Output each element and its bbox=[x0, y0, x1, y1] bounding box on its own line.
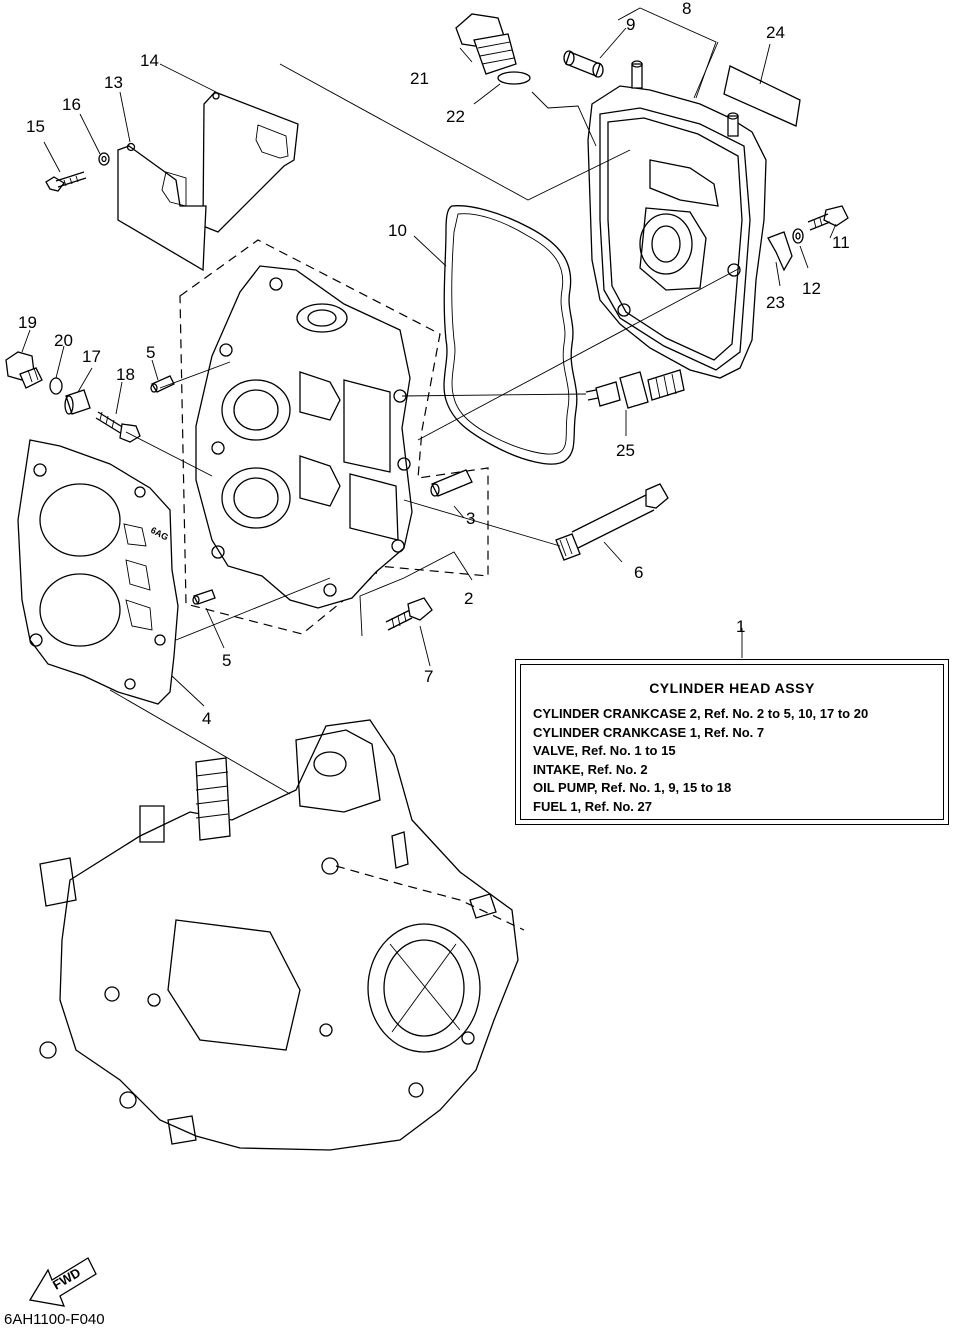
callout-4: 4 bbox=[202, 709, 211, 728]
callout-25: 25 bbox=[616, 441, 635, 460]
crankcase-assembly bbox=[39, 719, 525, 1151]
clip-23 bbox=[767, 231, 793, 272]
leader-lines bbox=[21, 7, 837, 795]
callout-23: 23 bbox=[766, 293, 785, 312]
cover-gasket-10 bbox=[443, 205, 578, 465]
o-ring-22 bbox=[497, 71, 531, 85]
assembly-note-lines: CYLINDER CRANKCASE 2, Ref. No. 2 to 5, 1… bbox=[533, 705, 868, 817]
callout-5-lower: 5 bbox=[222, 651, 231, 670]
assembly-note-title: CYLINDER HEAD ASSY bbox=[649, 680, 815, 696]
callout-9: 9 bbox=[626, 15, 635, 34]
callout-3: 3 bbox=[466, 509, 475, 528]
callout-2: 2 bbox=[464, 589, 473, 608]
fwd-arrow-icon: FWD bbox=[28, 1257, 97, 1307]
cylinder-head-cover-8 bbox=[587, 60, 767, 379]
callout-6: 6 bbox=[634, 563, 643, 582]
callout-22: 22 bbox=[446, 107, 465, 126]
spark-plug-25 bbox=[585, 369, 685, 409]
callout-18: 18 bbox=[116, 365, 135, 384]
callout-15: 15 bbox=[26, 117, 45, 136]
callout-8: 8 bbox=[682, 0, 691, 18]
assembly-note-line: OIL PUMP, Ref. No. 1, 9, 15 to 18 bbox=[533, 780, 732, 796]
plate-13 bbox=[117, 142, 207, 272]
cylinder-head-outline bbox=[179, 239, 489, 635]
callout-17: 17 bbox=[82, 347, 101, 366]
assembly-note-line: CYLINDER CRANKCASE 1, Ref. No. 7 bbox=[533, 724, 765, 740]
filler-cap-21 bbox=[455, 13, 517, 75]
washer-12 bbox=[792, 228, 804, 244]
dowel-pin-5-upper bbox=[150, 375, 175, 393]
callout-1: 1 bbox=[736, 617, 745, 636]
callout-10: 10 bbox=[388, 221, 407, 240]
assembly-note-line: INTAKE, Ref. No. 2 bbox=[533, 761, 648, 777]
callout-20: 20 bbox=[54, 331, 73, 350]
head-gasket-4: 6AG bbox=[17, 439, 179, 705]
callout-11: 11 bbox=[832, 233, 850, 252]
sleeve-3 bbox=[430, 469, 473, 497]
bolt-11 bbox=[807, 205, 849, 231]
plug-19 bbox=[5, 351, 43, 389]
callout-21: 21 bbox=[410, 69, 429, 88]
callout-16: 16 bbox=[62, 95, 81, 114]
drawing-code: 6AH1100-F040 bbox=[4, 1311, 105, 1328]
o-ring-20 bbox=[49, 377, 63, 395]
callout-24: 24 bbox=[766, 23, 785, 42]
washer-16 bbox=[98, 152, 110, 166]
callout-14: 14 bbox=[140, 51, 159, 70]
assembly-note-box: CYLINDER HEAD ASSY CYLINDER CRANKCASE 2,… bbox=[515, 659, 949, 825]
cover-plate-14 bbox=[202, 91, 299, 233]
callouts: 1 2 3 4 5 5 6 7 8 9 10 11 12 13 14 15 16… bbox=[18, 0, 850, 728]
dowel-pin-5-lower bbox=[192, 589, 216, 605]
callout-5-upper: 5 bbox=[146, 343, 155, 362]
callout-13: 13 bbox=[104, 73, 123, 92]
collar-17 bbox=[64, 389, 91, 415]
assembly-note-line: VALVE, Ref. No. 1 to 15 bbox=[533, 743, 676, 759]
assembly-note-line: CYLINDER CRANKCASE 2, Ref. No. 2 to 5, 1… bbox=[533, 706, 869, 721]
bolt-7 bbox=[385, 597, 433, 631]
bolt-6 bbox=[555, 483, 669, 561]
callout-19: 19 bbox=[18, 313, 37, 332]
callout-7: 7 bbox=[424, 667, 433, 686]
bolt-18 bbox=[95, 411, 141, 443]
cylinder-head bbox=[195, 265, 413, 609]
assembly-note-line: FUEL 1, Ref. No. 27 bbox=[533, 798, 652, 814]
assembly-note-inner-border: CYLINDER HEAD ASSY CYLINDER CRANKCASE 2,… bbox=[520, 664, 944, 820]
screw-15 bbox=[45, 171, 87, 192]
pin-9 bbox=[563, 50, 604, 78]
callout-12: 12 bbox=[802, 279, 821, 298]
label-sheet-24 bbox=[723, 65, 801, 127]
